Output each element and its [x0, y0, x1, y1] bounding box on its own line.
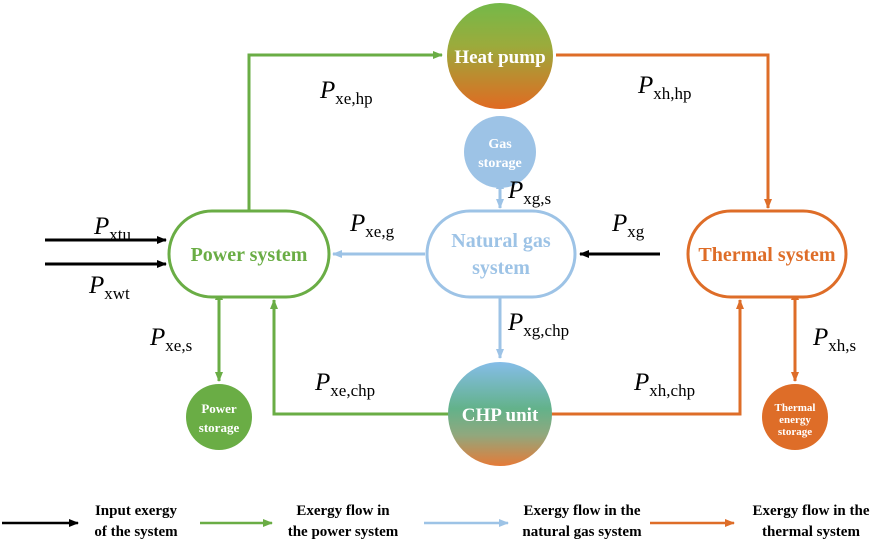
chp-unit-label: CHP unit: [462, 405, 539, 426]
power-storage-label-line1: Power: [201, 401, 237, 416]
label-p-xe-chp: Pxe,chp: [314, 369, 375, 400]
thermal-system-label: Thermal system: [698, 244, 836, 266]
label-p-xg-s: Pxg,s: [507, 177, 551, 208]
thermal-storage-label-line1: Thermal: [775, 402, 816, 414]
natural-gas-label-line1: Natural gas: [451, 230, 551, 252]
power-system-label: Power system: [191, 244, 308, 266]
label-p-xh-s: Pxh,s: [812, 324, 856, 355]
node-gas-storage: Gas storage: [464, 116, 536, 188]
label-p-xh-hp: Pxh,hp: [637, 72, 692, 103]
edge-chp-to-power: [270, 299, 449, 416]
label-p-xe-hp: Pxe,hp: [319, 77, 373, 108]
edge-heatpump-to-thermal: [556, 53, 772, 209]
label-p-xe-g: Pxe,g: [349, 210, 395, 241]
legend-item-thermal: Exergy flow in the thermal system: [650, 503, 870, 540]
label-p-xg: Pxg: [611, 210, 645, 241]
label-p-xe-s: Pxe,s: [149, 324, 192, 355]
legend-item-input: Input exergy of the system: [2, 503, 178, 540]
legend-power-line1: Exergy flow in: [296, 503, 390, 519]
edge-chp-to-thermal: [551, 299, 744, 416]
node-natural-gas-system: Natural gas system: [425, 209, 577, 299]
legend-input-line2: of the system: [94, 524, 178, 540]
heat-pump-label: Heat pump: [454, 47, 545, 68]
thermal-storage-label-line3: storage: [778, 426, 812, 438]
node-thermal-system: Thermal system: [686, 209, 848, 299]
thermal-storage-label-line2: energy: [779, 414, 811, 426]
node-chp-unit: CHP unit: [448, 362, 552, 466]
node-heat-pump: Heat pump: [447, 3, 553, 109]
legend-item-gas: Exergy flow in the natural gas system: [424, 503, 642, 540]
power-storage-label-line2: storage: [199, 420, 240, 435]
node-power-system: Power system: [167, 209, 331, 299]
legend-item-power: Exergy flow in the power system: [200, 503, 399, 540]
label-p-xwt: Pxwt: [88, 272, 130, 303]
gas-storage-label-line1: Gas: [488, 137, 512, 152]
gas-storage-label-line2: storage: [478, 156, 522, 171]
legend-thermal-line1: Exergy flow in the: [752, 503, 869, 519]
legend-gas-line1: Exergy flow in the: [523, 503, 640, 519]
legend-input-line1: Input exergy: [95, 503, 178, 519]
natural-gas-label-line2: system: [472, 257, 530, 279]
label-p-xh-chp: Pxh,chp: [633, 369, 695, 400]
label-p-xg-chp: Pxg,chp: [507, 309, 569, 340]
edge-power-to-heatpump: [247, 51, 443, 211]
node-power-storage: Power storage: [186, 384, 252, 450]
legend: Input exergy of the system Exergy flow i…: [2, 503, 870, 540]
legend-power-line2: the power system: [288, 524, 399, 540]
label-p-xtu: Pxtu: [93, 213, 132, 244]
legend-thermal-line2: thermal system: [762, 524, 860, 540]
node-thermal-storage: Thermal energy storage: [762, 384, 828, 450]
legend-gas-line2: natural gas system: [522, 524, 642, 540]
